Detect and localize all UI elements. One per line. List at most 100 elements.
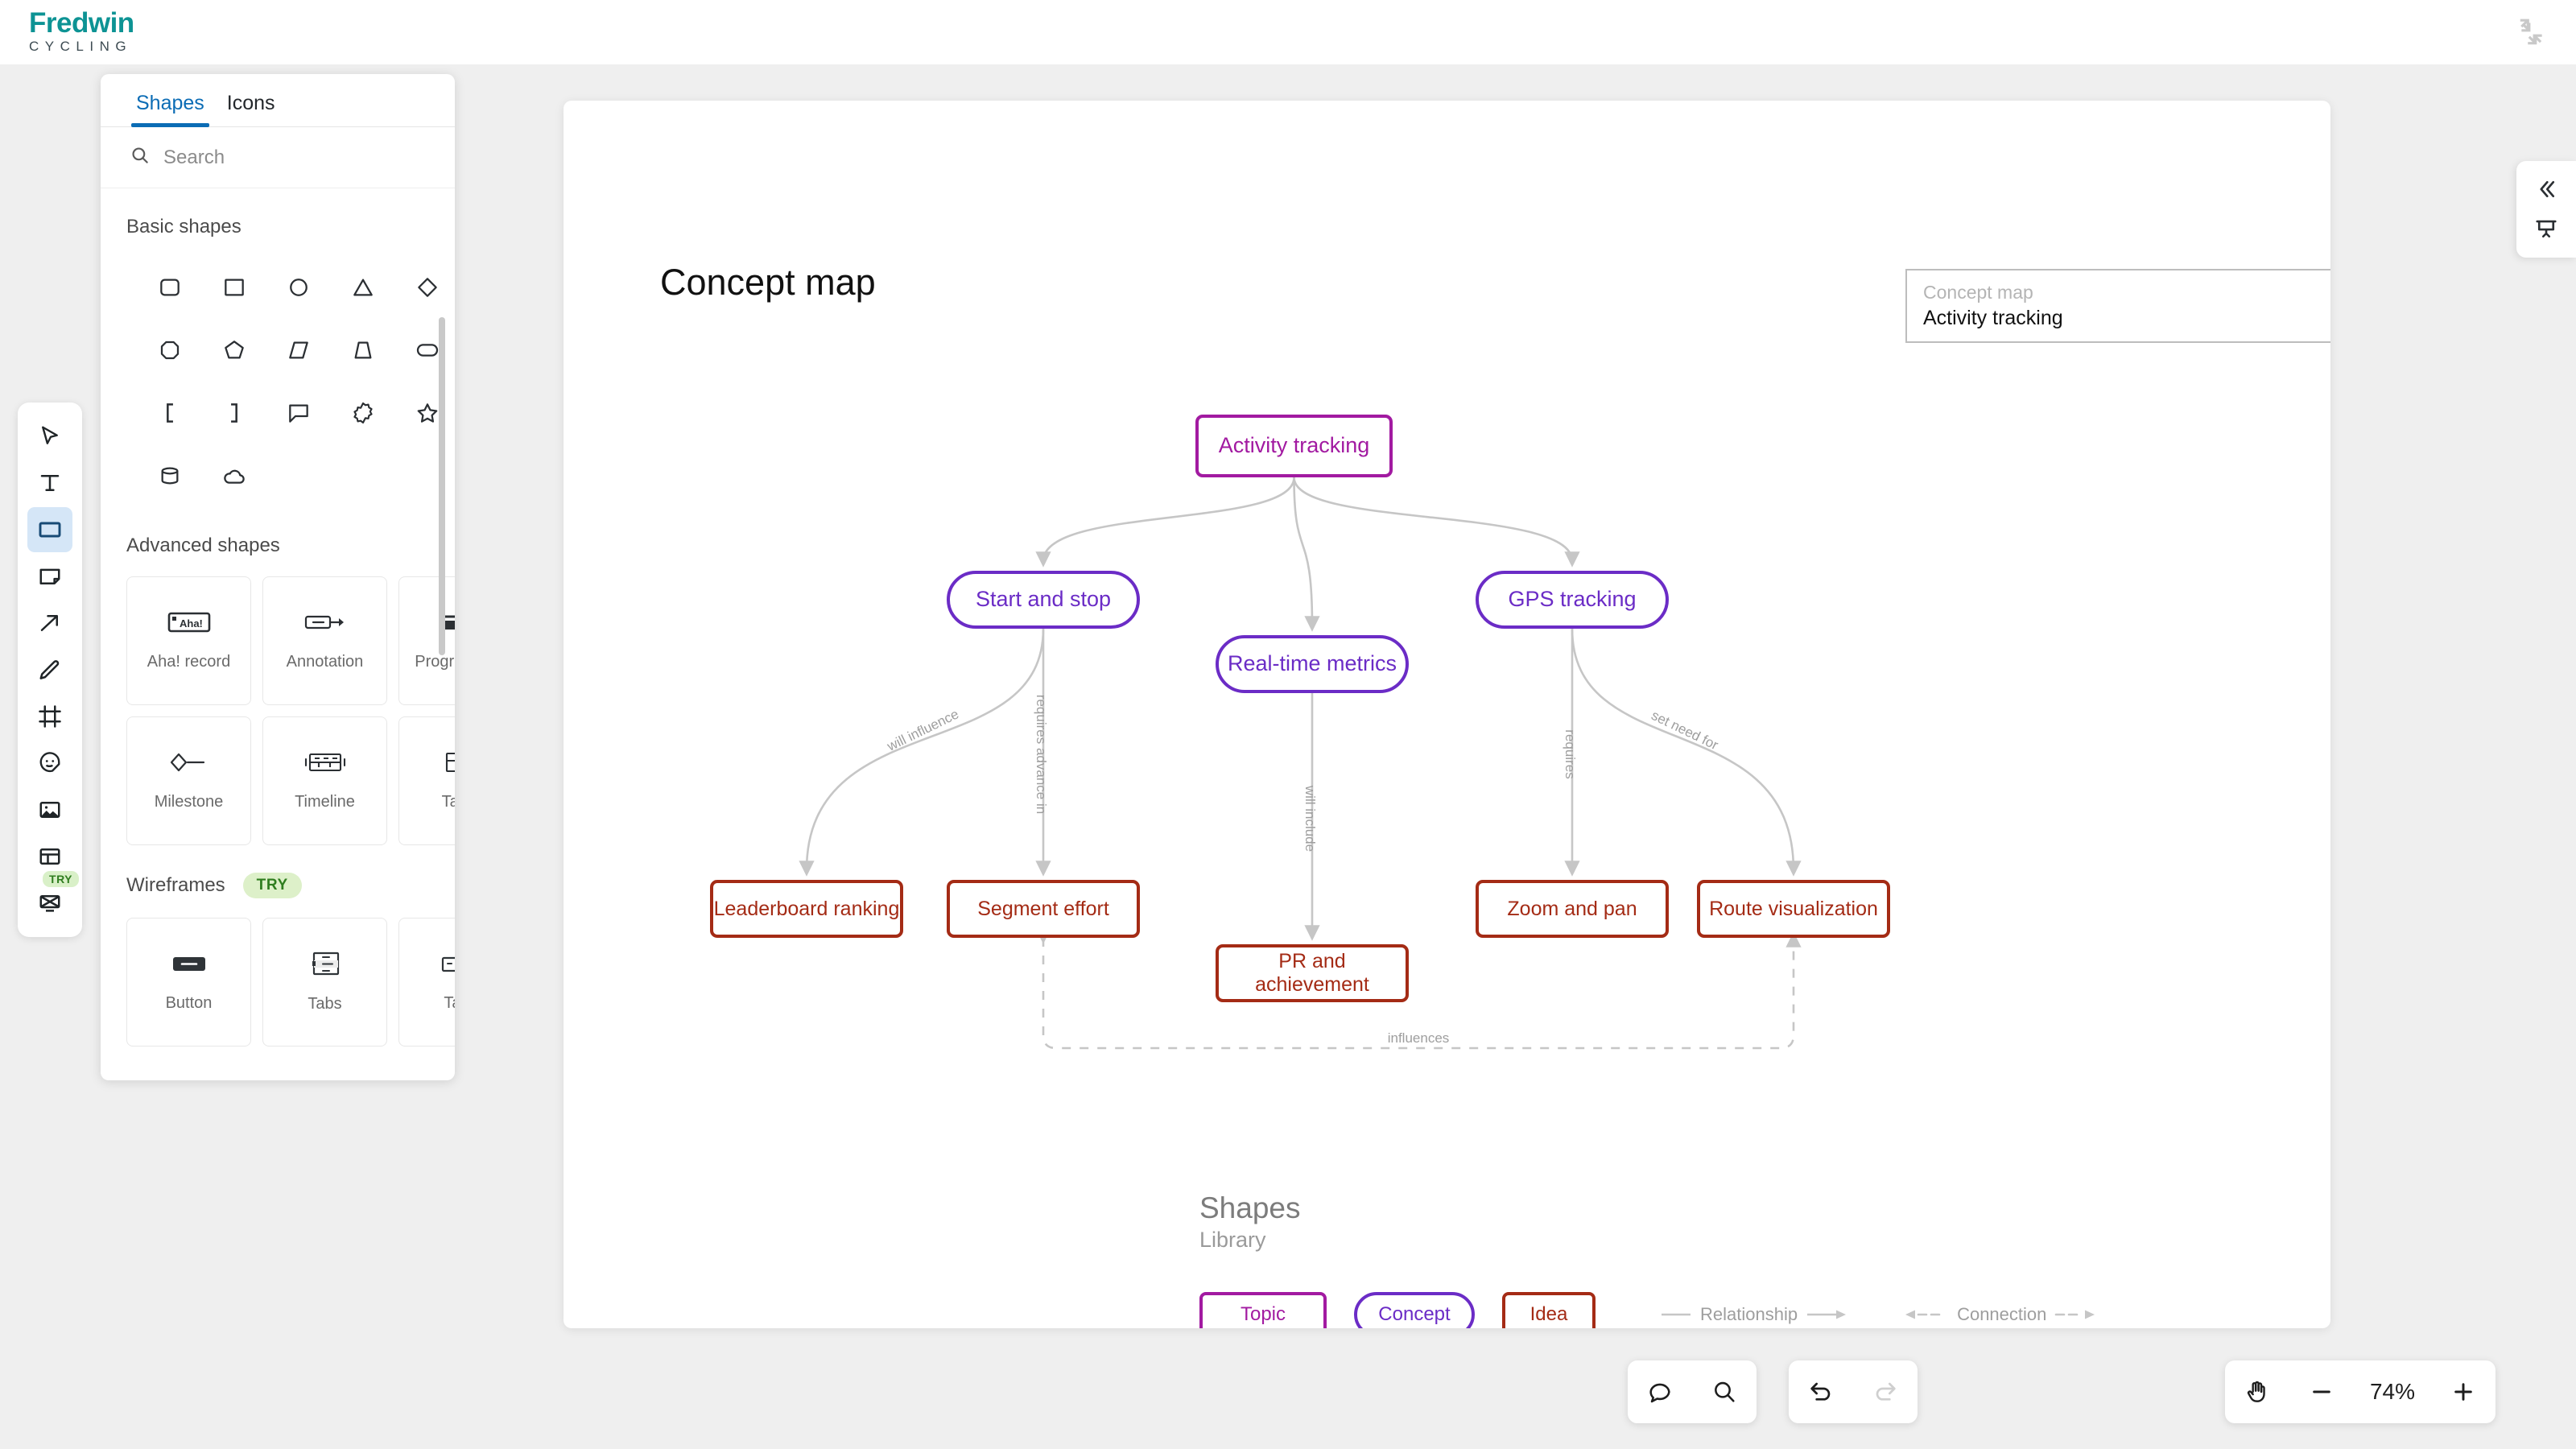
comment-search-toolbar <box>1628 1360 1757 1423</box>
bracket-right-shape[interactable] <box>202 382 266 444</box>
zoom-in-button[interactable] <box>2431 1360 2496 1423</box>
diagram-node-segment-effort[interactable]: Segment effort <box>947 880 1140 938</box>
collapse-arrows-icon[interactable] <box>2516 18 2547 48</box>
shape-card-annotation[interactable]: Annotation <box>262 576 387 705</box>
wireframe-tabs-horizontal-icon <box>440 952 455 980</box>
diagram-node-start-and-stop[interactable]: Start and stop <box>947 571 1140 629</box>
shape-card-label: Milestone <box>154 793 224 811</box>
shape-card-label: Annotation <box>286 653 364 671</box>
zoom-out-button[interactable] <box>2289 1360 2354 1423</box>
diagram-node-route-visualization[interactable]: Route visualization <box>1697 880 1890 938</box>
shape-card-wireframe-tabs-vertical[interactable]: Tabs <box>262 918 387 1046</box>
section-title-basic-shapes: Basic shapes <box>126 216 242 237</box>
diagram-edge-segment-effort-to-route-visualization[interactable] <box>1035 928 1802 1050</box>
legend-chip-concept[interactable]: Concept <box>1354 1292 1475 1328</box>
template-tool[interactable] <box>27 834 72 879</box>
panel-scrollbar[interactable] <box>439 317 445 655</box>
diamond-shape[interactable] <box>395 256 455 319</box>
node-label: Segment effort <box>977 897 1109 920</box>
hand-pan-icon[interactable] <box>2225 1360 2289 1423</box>
text-tool[interactable] <box>27 460 72 506</box>
node-label: Route visualization <box>1709 897 1878 920</box>
diagram-edge-activity-tracking-to-real-time-metrics[interactable] <box>1293 477 1320 632</box>
arrow-right-icon <box>2055 1310 2095 1319</box>
wireframe-tabs-vertical-icon <box>303 951 347 980</box>
arrow-tool[interactable] <box>27 601 72 646</box>
diagram-node-gps-tracking[interactable]: GPS tracking <box>1476 571 1669 629</box>
diagram-node-leaderboard-ranking[interactable]: Leaderboard ranking <box>710 880 903 938</box>
ellipse-shape[interactable] <box>395 319 455 382</box>
sticky-note-tool[interactable] <box>27 554 72 599</box>
shape-card-progress-bar[interactable]: Progress bar <box>398 576 455 705</box>
diagram-edge-gps-tracking-to-route-visualization[interactable] <box>1571 628 1802 877</box>
annotation-icon <box>303 610 347 638</box>
triangle-shape[interactable] <box>331 256 395 319</box>
diagram-edge-start-and-stop-to-leaderboard-ranking[interactable] <box>799 628 1045 877</box>
starburst-shape[interactable] <box>331 382 395 444</box>
undo-icon[interactable] <box>1789 1360 1853 1423</box>
search-icon[interactable] <box>1692 1360 1757 1423</box>
shape-card-label: Button <box>165 994 213 1012</box>
diagram-node-real-time-metrics[interactable]: Real-time metrics <box>1216 635 1409 693</box>
legend-chip-idea[interactable]: Idea <box>1502 1292 1596 1328</box>
cloud-shape[interactable] <box>202 444 266 507</box>
tab-icons[interactable]: Icons <box>226 92 275 114</box>
octagon-shape[interactable] <box>138 319 202 382</box>
legend-chip-topic[interactable]: Topic <box>1199 1292 1327 1328</box>
node-label: Real-time metrics <box>1227 651 1397 676</box>
search-input[interactable] <box>163 146 405 169</box>
cylinder-shape[interactable] <box>138 444 202 507</box>
edge-label: will include <box>1302 785 1318 852</box>
rounded-rectangle-shape[interactable] <box>138 256 202 319</box>
wireframe-button-icon <box>167 952 211 980</box>
section-label: Wireframes <box>126 874 225 896</box>
top-bar: Fredwin CYCLING <box>0 0 2576 64</box>
bracket-left-shape[interactable] <box>138 382 202 444</box>
image-tool[interactable] <box>27 787 72 832</box>
diagram-node-zoom-and-pan[interactable]: Zoom and pan <box>1476 880 1669 938</box>
diagram-edge-activity-tracking-to-start-and-stop[interactable] <box>1035 477 1295 568</box>
diagram-node-pr-and-achievement[interactable]: PR and achievement <box>1216 944 1409 1002</box>
legend-connection: Connection <box>1904 1304 2099 1325</box>
meta-value: Activity tracking <box>1923 307 2063 329</box>
diagram-edge-activity-tracking-to-gps-tracking[interactable] <box>1293 477 1580 568</box>
integration-tool[interactable]: TRY <box>27 871 79 926</box>
shape-card-wireframe-tabs-horizontal[interactable]: Tabs <box>398 918 455 1046</box>
pen-tool[interactable] <box>27 647 72 692</box>
milestone-icon <box>167 750 211 778</box>
brand-name: Fredwin <box>29 7 134 39</box>
square-shape[interactable] <box>202 256 266 319</box>
speech-bubble-shape[interactable] <box>266 382 331 444</box>
presentation-screen-icon[interactable] <box>2524 210 2568 249</box>
shape-card-milestone[interactable]: Milestone <box>126 716 251 845</box>
panel-tab-bar: Shapes Icons <box>101 74 455 127</box>
diagram-node-activity-tracking[interactable]: Activity tracking <box>1195 415 1393 477</box>
parallelogram-shape[interactable] <box>266 319 331 382</box>
shape-card-wireframe-button[interactable]: Button <box>126 918 251 1046</box>
star-shape[interactable] <box>395 382 455 444</box>
tab-shapes[interactable]: Shapes <box>125 92 216 127</box>
zoom-level-label[interactable]: 74% <box>2369 1379 2416 1404</box>
chevron-double-left-icon[interactable] <box>2524 170 2568 208</box>
search-icon <box>130 145 151 170</box>
legend-line-label: Connection <box>1957 1304 2047 1324</box>
trapezoid-shape[interactable] <box>331 319 395 382</box>
select-tool[interactable] <box>27 414 72 459</box>
svg-text:Aha!: Aha! <box>180 617 203 630</box>
shapes-panel: Shapes Icons Basic shapes <box>101 74 455 1080</box>
canvas-board[interactable]: Concept map Concept map Activity trackin… <box>564 101 2330 1328</box>
comment-bubble-icon[interactable] <box>1628 1360 1692 1423</box>
shape-card-timeline[interactable]: Timeline <box>262 716 387 845</box>
shape-tool[interactable] <box>27 507 72 552</box>
pentagon-shape[interactable] <box>202 319 266 382</box>
circle-shape[interactable] <box>266 256 331 319</box>
shape-card-table[interactable]: Table <box>398 716 455 845</box>
zoom-toolbar: 74% <box>2225 1360 2496 1423</box>
redo-icon[interactable] <box>1853 1360 1918 1423</box>
meta-cell-concept-map[interactable]: Concept map Activity tracking <box>1907 270 2330 341</box>
emoji-sticker-tool[interactable] <box>27 741 72 786</box>
frame-tool[interactable] <box>27 694 72 739</box>
edge-label: requires advance in <box>1034 695 1049 814</box>
legend-line-label: Relationship <box>1700 1304 1798 1324</box>
shape-card-aha-record[interactable]: Aha! Aha! record <box>126 576 251 705</box>
